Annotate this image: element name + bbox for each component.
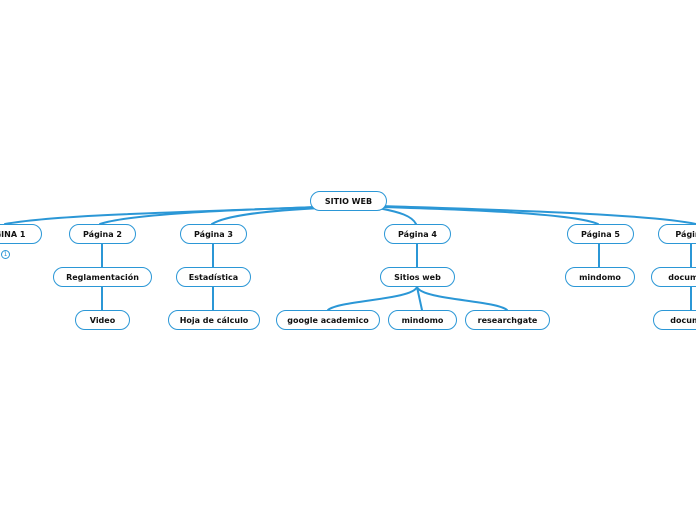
info-circle-icon[interactable]: 1 <box>1 250 10 259</box>
page-node-1[interactable]: GINA 1 <box>0 224 42 244</box>
page-node-6[interactable]: Págin <box>658 224 696 244</box>
page-node-4[interactable]: Página 4 <box>384 224 451 244</box>
topic-estadistica[interactable]: Estadística <box>176 267 251 287</box>
topic-sitios-web[interactable]: Sitios web <box>380 267 455 287</box>
topic-docume[interactable]: docume <box>651 267 696 287</box>
page-node-5[interactable]: Página 5 <box>567 224 634 244</box>
subtopic-video[interactable]: Video <box>75 310 130 330</box>
subtopic-docume[interactable]: docume <box>653 310 696 330</box>
subtopic-google-academico[interactable]: google academico <box>276 310 380 330</box>
topic-reglamentacion[interactable]: Reglamentación <box>53 267 152 287</box>
subtopic-researchgate[interactable]: researchgate <box>465 310 550 330</box>
root-node[interactable]: SITIO WEB <box>310 191 387 211</box>
page-node-3[interactable]: Página 3 <box>180 224 247 244</box>
page-node-2[interactable]: Página 2 <box>69 224 136 244</box>
subtopic-mindomo[interactable]: mindomo <box>388 310 457 330</box>
subtopic-hoja-de-calculo[interactable]: Hoja de cálculo <box>168 310 260 330</box>
topic-mindomo[interactable]: mindomo <box>565 267 635 287</box>
